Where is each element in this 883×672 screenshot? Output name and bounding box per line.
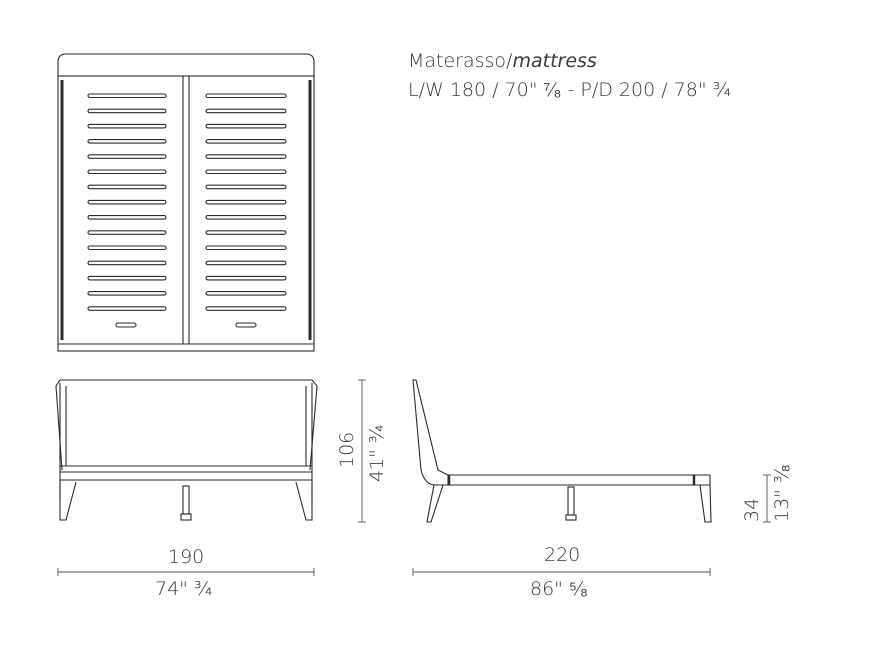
side-view-rear-leg bbox=[426, 484, 444, 523]
slat-adjuster-right bbox=[235, 322, 257, 328]
front-view-center-support bbox=[182, 485, 190, 515]
side-view-front-leg bbox=[699, 484, 712, 523]
side-view-center-support bbox=[567, 486, 575, 516]
front-view-left-leg bbox=[59, 480, 77, 521]
dimension-lines bbox=[57, 379, 771, 576]
height-in-label: 41" ³⁄₄ bbox=[366, 424, 388, 482]
frame-height-in-label: 13" ³⁄₈ bbox=[771, 464, 793, 522]
slat-left bbox=[87, 93, 167, 99]
height-cm-label: 106 bbox=[336, 431, 358, 468]
top-view-frame bbox=[57, 75, 315, 352]
slat-right bbox=[205, 215, 287, 220]
side-view-headboard bbox=[412, 379, 449, 486]
width-cm-label: 190 bbox=[168, 546, 205, 568]
slat-right bbox=[205, 123, 287, 129]
slat-left bbox=[87, 291, 167, 296]
slat-left bbox=[87, 154, 167, 159]
side-view bbox=[412, 379, 712, 523]
slat-right bbox=[205, 108, 287, 114]
front-view bbox=[55, 379, 318, 521]
slat-right bbox=[205, 245, 287, 251]
slat-right bbox=[205, 184, 287, 190]
slat-left bbox=[87, 275, 167, 281]
frame-height-cm-label: 34 bbox=[741, 497, 763, 522]
mattress-title-italic: mattress bbox=[512, 50, 597, 72]
slat-left bbox=[87, 169, 167, 175]
slat-adjuster-left bbox=[115, 322, 137, 328]
slat-right bbox=[205, 275, 287, 281]
slat-left bbox=[87, 108, 167, 114]
slat-left bbox=[87, 184, 167, 190]
top-view-headboard bbox=[57, 53, 315, 76]
slat-right bbox=[205, 291, 287, 296]
slat-left bbox=[87, 215, 167, 220]
front-view-right-leg bbox=[295, 480, 313, 521]
slat-right bbox=[205, 139, 287, 144]
slats-left bbox=[87, 93, 167, 311]
slat-left bbox=[87, 139, 167, 144]
width-in-label: 74" ³⁄₄ bbox=[155, 578, 213, 600]
slat-right bbox=[205, 230, 287, 235]
length-in-label: 86" ⁵⁄₈ bbox=[530, 578, 588, 600]
length-cm-label: 220 bbox=[544, 544, 581, 566]
slat-right bbox=[205, 199, 287, 205]
slat-left bbox=[87, 306, 167, 311]
slat-left bbox=[87, 245, 167, 251]
mattress-title-main: Materasso/ bbox=[408, 50, 513, 72]
slat-right bbox=[205, 260, 287, 266]
mattress-title: Materasso/mattress bbox=[408, 52, 597, 71]
slat-right bbox=[205, 306, 287, 311]
slat-left bbox=[87, 230, 167, 235]
slat-left bbox=[87, 123, 167, 129]
front-view-headboard bbox=[55, 379, 318, 471]
mattress-dimensions: L/W 180 / 70" ⁷⁄₈ - P/D 200 / 78" ³⁄₄ bbox=[408, 79, 732, 101]
top-view bbox=[57, 53, 315, 352]
slat-right bbox=[205, 93, 287, 99]
slat-left bbox=[87, 260, 167, 266]
slats-right bbox=[205, 93, 287, 311]
slat-right bbox=[205, 169, 287, 175]
slat-right bbox=[205, 154, 287, 159]
slat-left bbox=[87, 199, 167, 205]
